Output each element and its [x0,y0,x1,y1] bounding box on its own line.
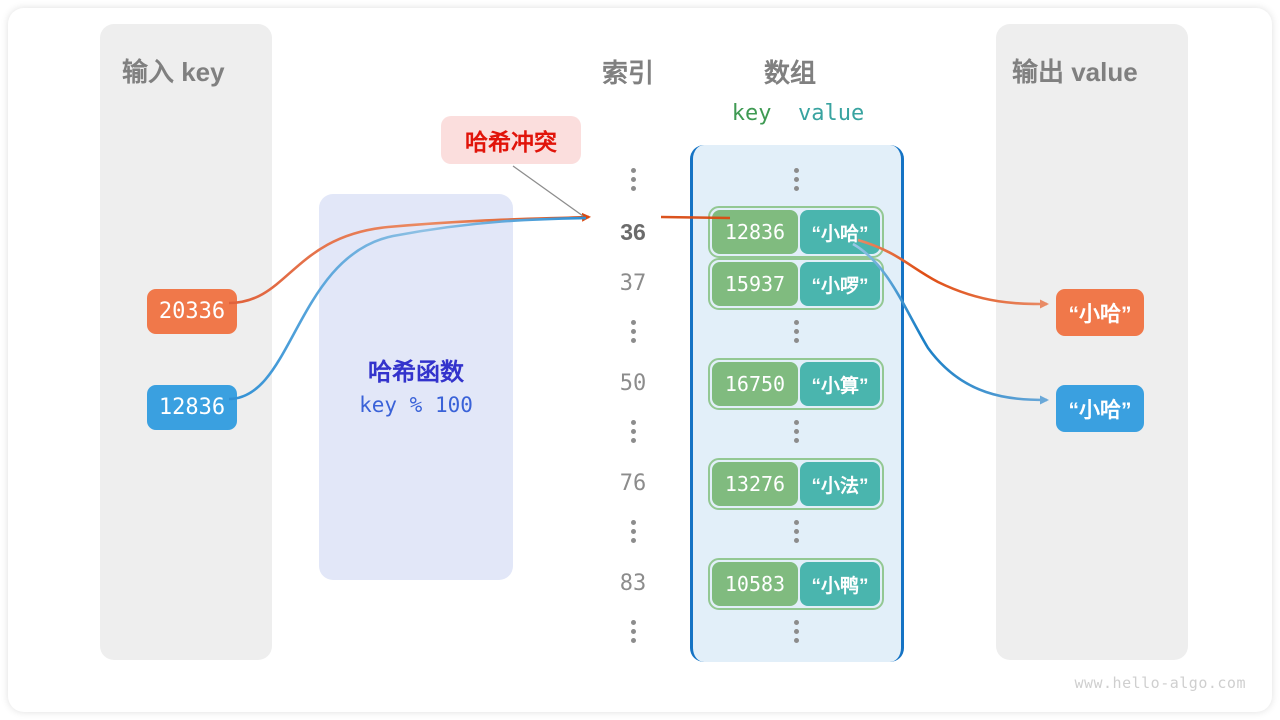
input-key-chip: 12836 [147,385,237,430]
index-ellipsis [628,620,638,643]
array-ellipsis [791,620,801,643]
index-label: 76 [619,471,647,496]
array-slot: 16750“小算” [708,358,884,410]
slot-key: 12836 [712,210,798,254]
slot-key: 13276 [712,462,798,506]
input-key-chip: 20336 [147,289,237,334]
array-slot: 15937“小啰” [708,258,884,310]
index-ellipsis [628,520,638,543]
output-value-chip: “小哈” [1056,289,1144,336]
index-ellipsis [628,420,638,443]
slot-value: “小鸭” [800,562,880,606]
slot-value: “小法” [800,462,880,506]
index-ellipsis [628,168,638,191]
array-ellipsis [791,168,801,191]
input-panel-title: 输入 key [122,57,225,87]
array-column-heading: 数组 [764,58,817,88]
index-label: 83 [619,571,647,596]
output-panel [996,24,1188,660]
index-label: 37 [619,271,647,296]
array-slot: 10583“小鸭” [708,558,884,610]
slot-key: 15937 [712,262,798,306]
slot-key: 10583 [712,562,798,606]
wire-collision-leader [512,165,584,217]
legend-value-label: value [798,101,865,126]
hash-function-box [319,194,513,580]
key-value-legend: key value [692,101,904,126]
output-panel-title: 输出 value [1012,57,1138,87]
array-ellipsis [791,420,801,443]
legend-spacer [772,101,799,126]
array-ellipsis [791,520,801,543]
index-label: 36 [620,219,646,245]
index-column-heading: 索引 [602,58,655,88]
slot-key: 16750 [712,362,798,406]
watermark: www.hello-algo.com [1074,674,1246,692]
slot-value: “小哈” [800,210,880,254]
hash-function-formula: key % 100 [359,393,473,417]
slot-value: “小啰” [800,262,880,306]
legend-key-label: key [731,101,772,126]
diagram-canvas: 输入 key 输出 value 哈希函数 key % 100 哈希冲突 2033… [8,8,1272,712]
index-label: 50 [619,371,647,396]
array-ellipsis [791,320,801,343]
hash-function-title: 哈希函数 [368,359,464,386]
index-ellipsis [628,320,638,343]
array-slot: 13276“小法” [708,458,884,510]
output-value-chip: “小哈” [1056,385,1144,432]
input-panel [100,24,272,660]
slot-value: “小算” [800,362,880,406]
array-slot: 12836“小哈” [708,206,884,258]
hash-collision-badge: 哈希冲突 [441,116,581,164]
